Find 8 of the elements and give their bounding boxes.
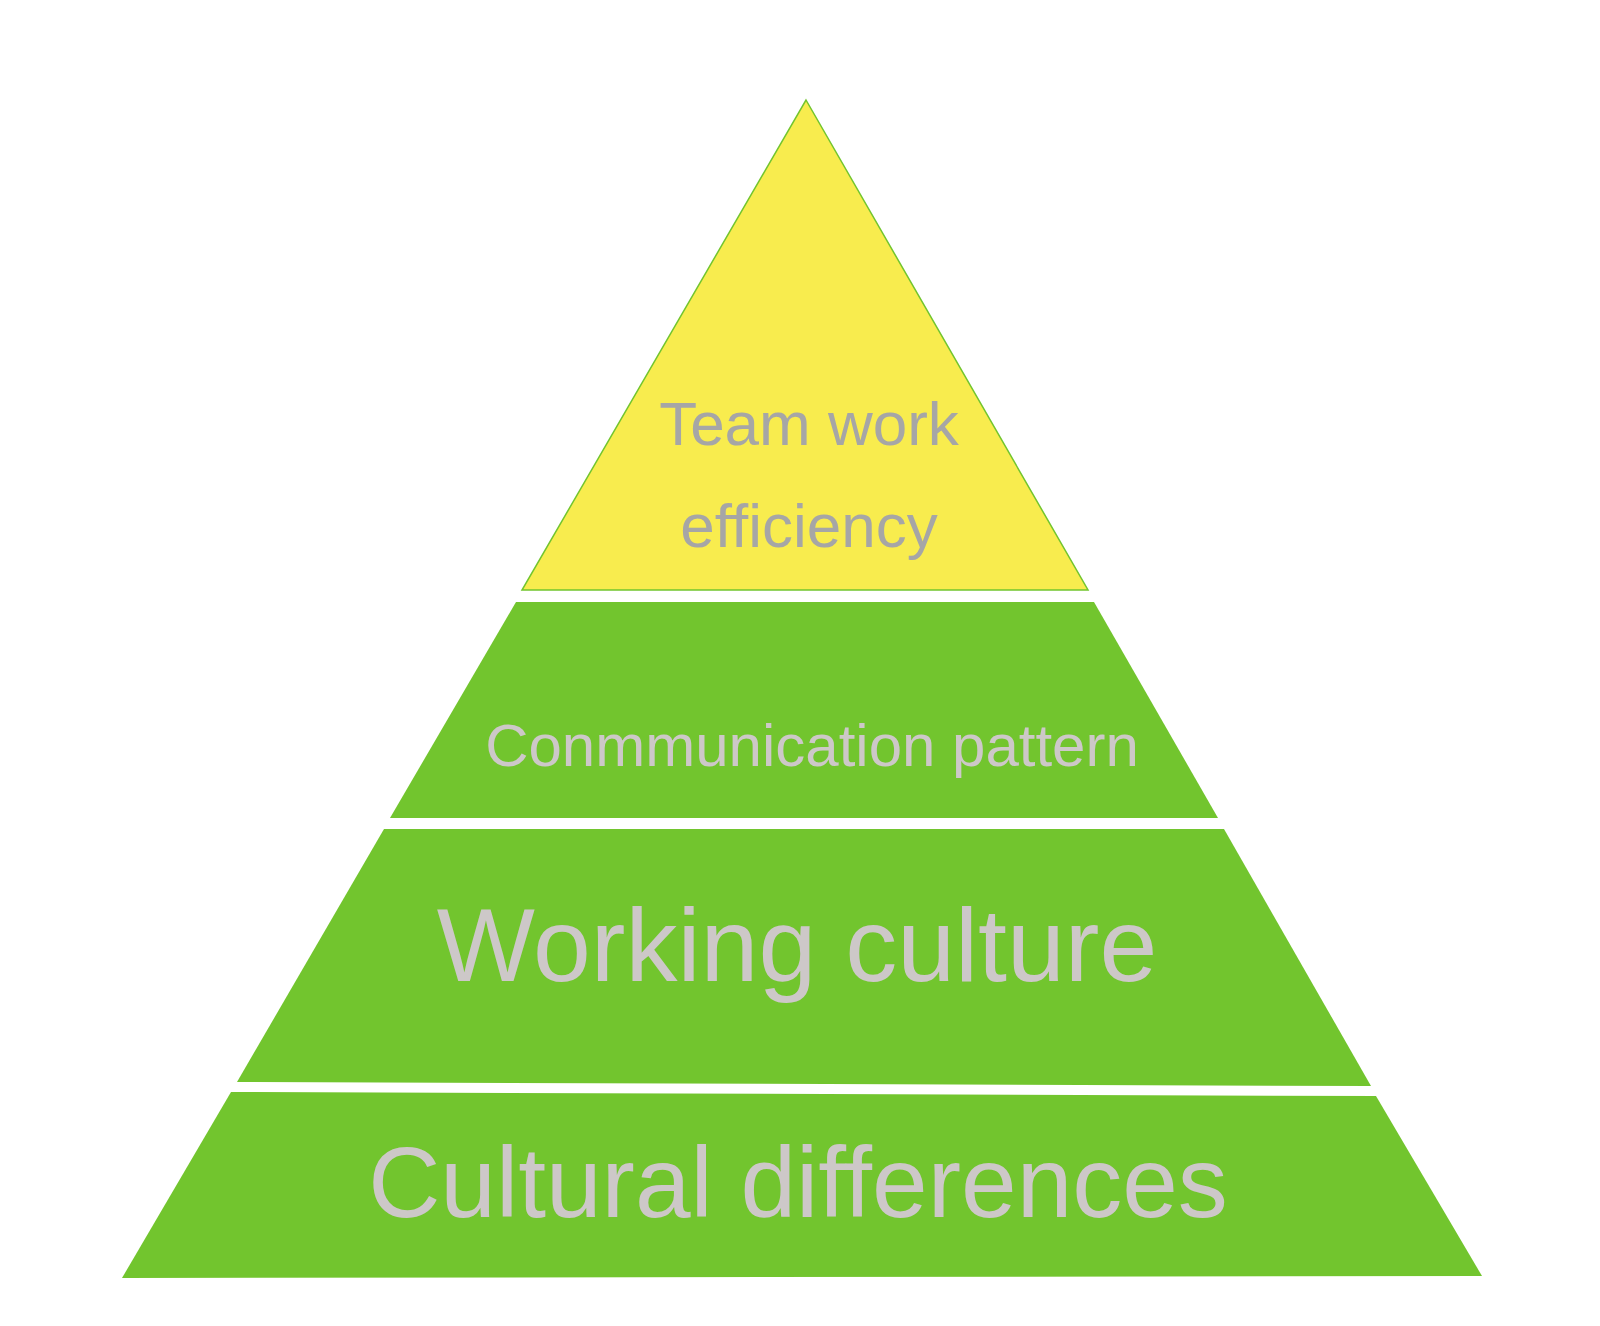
tier-label: Team work efficiency xyxy=(658,388,960,562)
pyramid-apex xyxy=(522,100,1088,590)
tier-label: Conmmunication pattern xyxy=(485,711,1139,781)
tier-label: Working culture xyxy=(436,886,1158,1004)
pyramid-tier xyxy=(237,829,1371,1086)
tier-label: Cultural differences xyxy=(368,1125,1228,1239)
pyramid-tier xyxy=(390,602,1218,818)
pyramid-tier xyxy=(122,1092,1482,1278)
